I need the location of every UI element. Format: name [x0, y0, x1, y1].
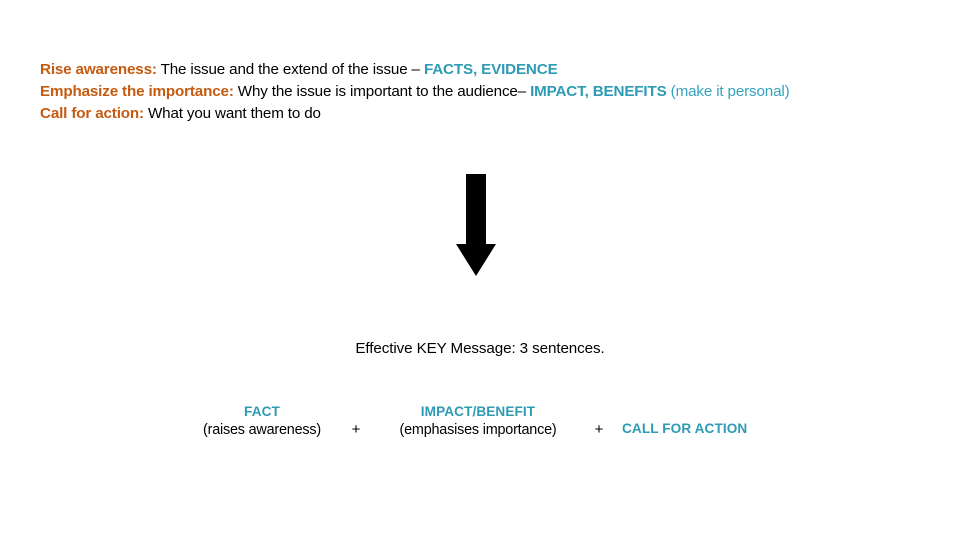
formula-term-fact-title: FACT: [244, 404, 280, 419]
formula-term-fact-subtitle: (raises awareness): [203, 422, 321, 438]
formula-term-fact: FACT (raises awareness): [192, 402, 332, 440]
key-message-text: Effective KEY Message: 3 sentences.: [355, 340, 605, 357]
formula-term-impact-benefit-subtitle: (emphasises importance): [399, 422, 557, 438]
formula-operator-2: +: [594, 421, 604, 438]
intro-line-call-for-action: Call for action: What you want them to d…: [40, 103, 930, 125]
intro-text-block: Rise awareness: The issue and the extend…: [40, 59, 930, 125]
formula-term-impact-benefit-title: IMPACT/BENEFIT: [420, 404, 536, 419]
emphasis-make-it-personal: (make it personal): [666, 83, 790, 100]
formula-term-call-for-action-title: CALL FOR ACTION: [622, 421, 748, 436]
body-call-for-action: What you want them to do: [143, 105, 321, 122]
formula-term-call-for-action: CALL FOR ACTION: [622, 402, 747, 438]
label-call-for-action: Call for action:: [40, 105, 144, 122]
emphasis-facts-evidence: FACTS, EVIDENCE: [423, 61, 558, 78]
formula-term-impact-benefit: IMPACT/BENEFIT (emphasises importance): [380, 402, 576, 440]
body-emphasize-importance: Why the issue is important to the audien…: [233, 83, 531, 100]
emphasis-impact-benefits: IMPACT, BENEFITS: [530, 83, 667, 100]
body-rise-awareness: The issue and the extend of the issue –: [156, 61, 424, 78]
intro-line-emphasize-importance: Emphasize the importance: Why the issue …: [40, 81, 930, 103]
formula-row: FACT (raises awareness) + IMPACT/BENEFIT…: [150, 402, 850, 440]
down-arrow-icon: [455, 174, 497, 278]
label-rise-awareness: Rise awareness:: [40, 61, 157, 78]
intro-line-rise-awareness: Rise awareness: The issue and the extend…: [40, 59, 930, 81]
formula-operator-1: +: [351, 421, 361, 438]
label-emphasize-importance: Emphasize the importance:: [40, 83, 234, 100]
